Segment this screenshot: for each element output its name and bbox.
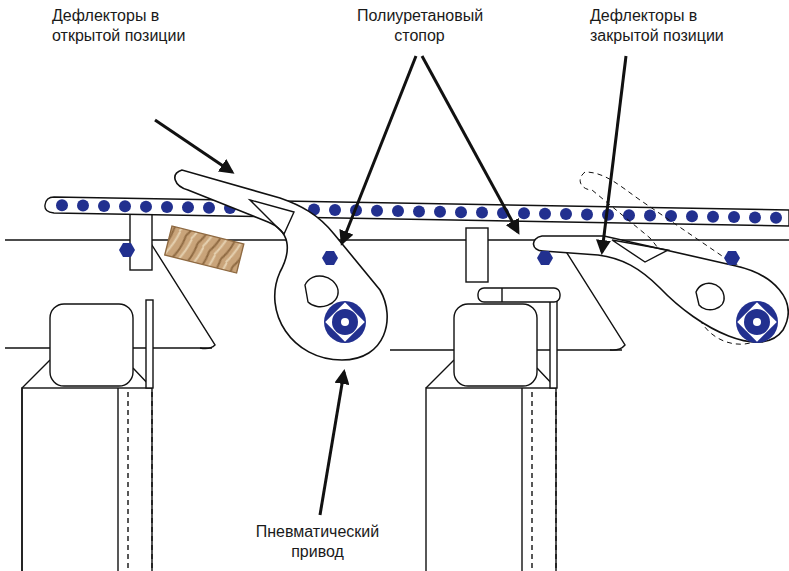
leader-line [342,56,416,243]
deflector-open [175,170,387,360]
leader-line [422,56,518,232]
deflector-closed [533,236,788,342]
support-post [466,228,488,282]
frame-line [5,239,789,240]
leader-line [155,120,232,172]
wood-piece [165,226,244,273]
chain-roller [56,199,782,224]
callout-label: Пневматический привод [255,522,380,562]
motor-unit [22,300,153,571]
leader-line [602,56,626,252]
pneumatic-actuator [736,301,778,343]
callout-label: Дефлекторы в закрытой позиции [590,6,740,46]
hex-bolt [119,243,740,265]
callout-label: Полиуретановый стопор [357,6,482,46]
callout-label: Дефлекторы в открытой позиции [52,6,202,46]
pneumatic-actuator [324,301,366,343]
leader-line [320,372,344,515]
conveyor-chain [45,197,789,226]
motor-unit [426,288,560,571]
